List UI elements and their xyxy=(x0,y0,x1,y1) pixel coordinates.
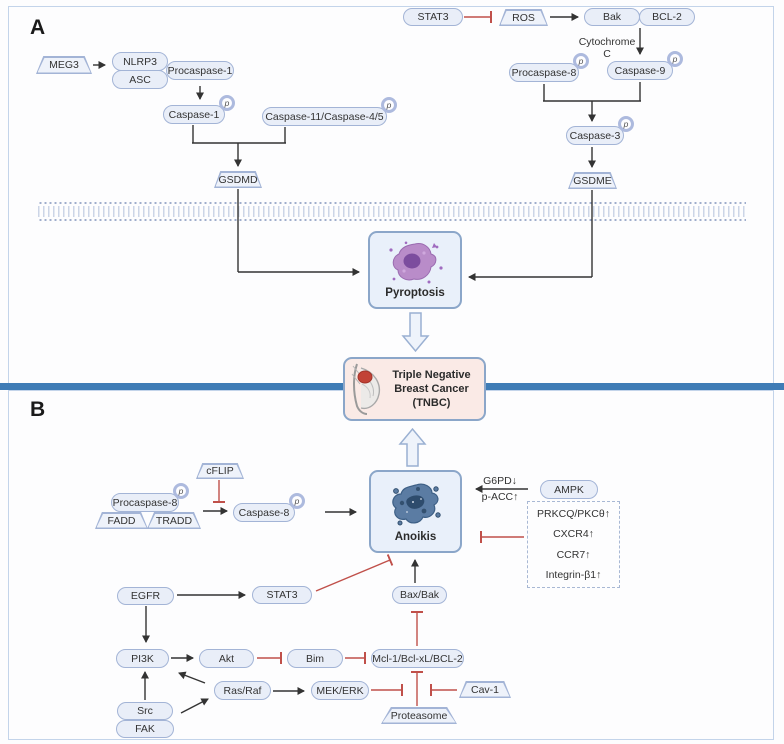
node-rasraf: Ras/Raf xyxy=(214,681,271,700)
node-meg3: MEG3 xyxy=(36,56,92,74)
membrane-heads-bottom xyxy=(38,217,746,223)
upregulated-item: PRKCQ/PKCθ↑ xyxy=(537,508,610,521)
node-caspase11-4-5: Caspase-11/Caspase-4/5 p xyxy=(262,97,397,126)
anoikis-box: Anoikis xyxy=(369,470,462,553)
upregulated-factors-box: PRKCQ/PKCθ↑ CXCR4↑ CCR7↑ Integrin-β1↑ xyxy=(527,501,620,588)
block-arrow-down xyxy=(401,312,430,353)
node-stat3-a: STAT3 xyxy=(403,8,463,26)
tnbc-box: Triple Negative Breast Cancer (TNBC) xyxy=(343,357,486,421)
membrane-tails xyxy=(38,206,746,217)
phospho-badge: p xyxy=(173,483,189,499)
node-egfr: EGFR xyxy=(117,587,174,605)
node-akt: Akt xyxy=(199,649,254,668)
phospho-badge: p xyxy=(381,97,397,113)
node-mcl1-bclxl-bcl2: Mcl-1/Bcl-xL/BCL-2 xyxy=(371,649,464,668)
anoikis-cell-icon xyxy=(391,483,441,525)
node-procaspase1: Procaspase-1 xyxy=(166,61,234,80)
node-stat3-b: STAT3 xyxy=(252,586,312,604)
node-caspase9: Caspase-9 p xyxy=(607,51,683,80)
node-mekerk: MEK/ERK xyxy=(311,681,369,700)
phospho-badge: p xyxy=(618,116,634,132)
node-nlrp3: NLRP3 xyxy=(112,52,168,71)
anoikis-label: Anoikis xyxy=(394,530,437,543)
phospho-badge: p xyxy=(667,51,683,67)
node-cflip: cFLIP xyxy=(196,463,244,479)
g6pd-label: G6PD↓ xyxy=(483,475,517,487)
node-ros: ROS xyxy=(499,9,548,26)
tnbc-label: Triple Negative Breast Cancer (TNBC) xyxy=(392,368,471,410)
node-gsdmd: GSDMD xyxy=(214,171,262,188)
cell-membrane xyxy=(38,200,746,223)
node-tradd: TRADD xyxy=(147,512,201,529)
node-caspase3: Caspase-3 p xyxy=(566,116,634,145)
cytochrome-c-label: Cytochrome C xyxy=(578,36,636,60)
node-proteasome: Proteasome xyxy=(381,707,457,724)
node-cav1: Cav-1 xyxy=(459,681,511,698)
upregulated-item: Integrin-β1↑ xyxy=(545,568,602,581)
node-bak: Bak xyxy=(584,8,640,26)
node-fadd: FADD xyxy=(95,512,148,529)
phospho-badge: p xyxy=(219,95,235,111)
block-arrow-up xyxy=(398,427,427,467)
node-pi3k: PI3K xyxy=(116,649,169,668)
node-src: Src xyxy=(117,702,173,720)
upregulated-item: CCR7↑ xyxy=(556,548,591,561)
node-procaspase8-b: Procaspase-8 p xyxy=(111,483,189,512)
node-caspase8-b: Caspase-8 p xyxy=(233,493,305,522)
pyroptosis-box: Pyroptosis xyxy=(368,231,462,309)
node-fak: FAK xyxy=(116,720,174,738)
panel-a-label: A xyxy=(30,16,46,39)
node-bcl2: BCL-2 xyxy=(639,8,695,26)
p-acc-label: p-ACC↑ xyxy=(481,491,519,503)
node-asc: ASC xyxy=(112,70,168,89)
node-baxbak: Bax/Bak xyxy=(392,586,447,604)
phospho-badge: p xyxy=(289,493,305,509)
phospho-badge: p xyxy=(573,53,589,69)
pyroptotic-cell-icon xyxy=(389,241,443,284)
node-gsdme: GSDME xyxy=(568,172,617,189)
breast-illustration-icon xyxy=(351,363,381,415)
node-caspase1: Caspase-1 p xyxy=(163,95,235,124)
pyroptosis-label: Pyroptosis xyxy=(385,287,445,299)
upregulated-item: CXCR4↑ xyxy=(553,528,594,541)
node-procaspase8-a: Procaspase-8 p xyxy=(509,53,589,82)
node-bim: Bim xyxy=(287,649,343,668)
node-ampk: AMPK xyxy=(540,480,598,499)
membrane-heads-top xyxy=(38,200,746,206)
panel-b-label: B xyxy=(30,398,46,421)
